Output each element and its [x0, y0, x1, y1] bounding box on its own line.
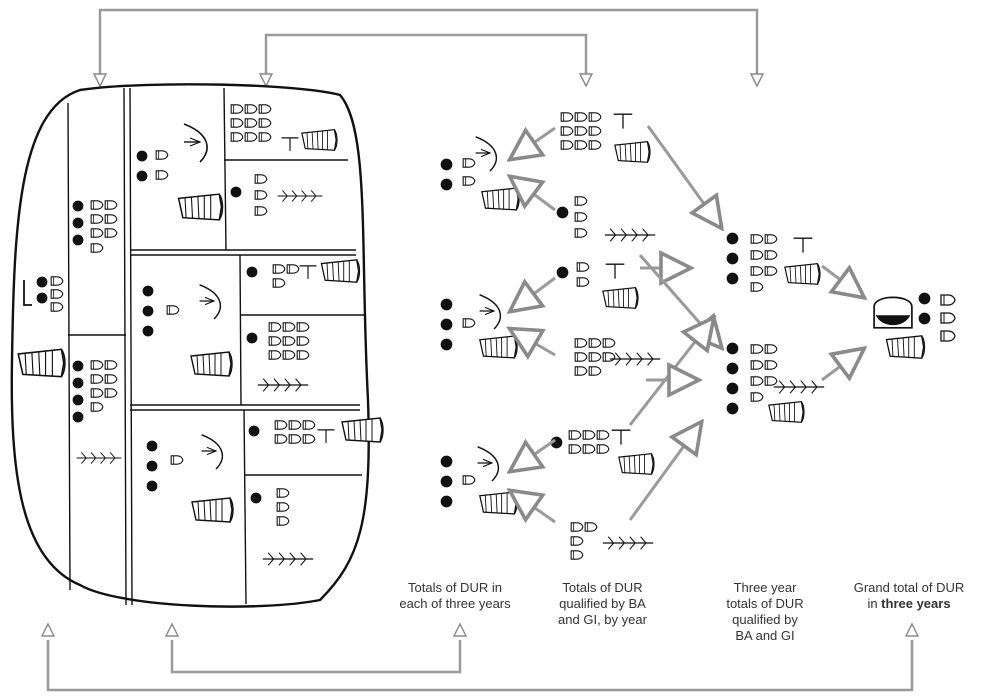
caption-grand-total-emphasis: three years [881, 596, 950, 611]
caption-three-year-qualified: Three year totals of DUR qualified by BA… [705, 580, 825, 644]
grand-total [874, 293, 955, 358]
bottom-connectors [48, 640, 912, 690]
three-year-column [727, 233, 825, 423]
yearly-totals-column [441, 137, 519, 514]
clay-tablet [12, 84, 383, 606]
caption-qualified-by-year: Totals of DUR qualified by BA and GI, by… [535, 580, 670, 628]
caption-yearly-totals: Totals of DUR in each of three years [380, 580, 530, 612]
top-connectors [100, 10, 757, 80]
flow-arrows [512, 126, 862, 522]
qualified-column [551, 113, 661, 559]
caption-grand-total: Grand total of DUR in three years [835, 580, 983, 612]
